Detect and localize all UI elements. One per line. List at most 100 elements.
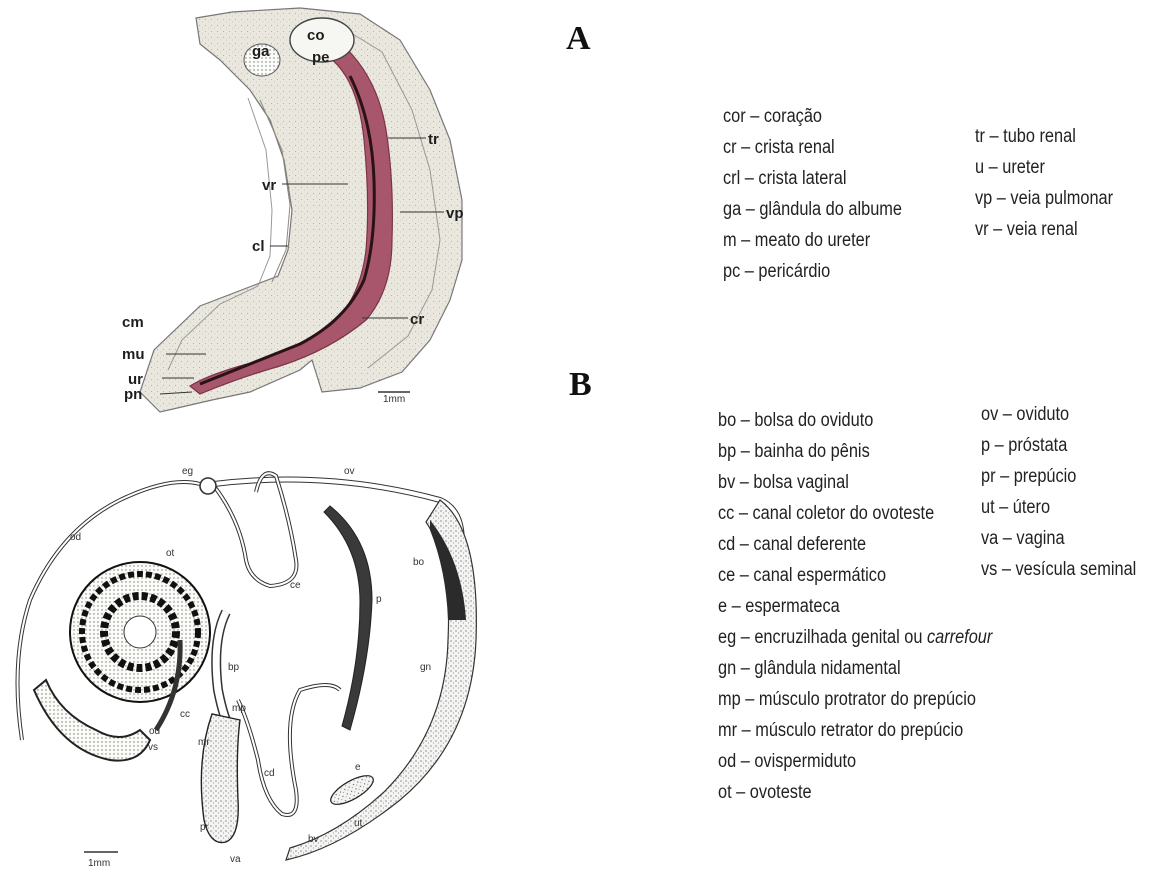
legend-separator: –: [984, 157, 1002, 178]
legend-abbr: ov: [981, 404, 998, 425]
legend-abbr: cor: [723, 106, 746, 127]
legend-entry: cd – canal deferente: [718, 529, 992, 560]
legend-term: espermateca: [745, 596, 839, 617]
label-ov: ov: [344, 466, 355, 477]
legend-separator: –: [998, 528, 1016, 549]
legend-entry: gn – glândula nidamental: [718, 653, 992, 684]
legend-abbr: ga: [723, 199, 741, 220]
legend-separator: –: [727, 596, 745, 617]
label-cd: cd: [264, 768, 275, 779]
label-mp: mp: [232, 703, 246, 714]
legend-abbr: bv: [718, 472, 735, 493]
legend-entry: eg – encruzilhada genital ou carrefour: [718, 622, 992, 653]
scale-b: 1mm: [88, 858, 110, 869]
legend-entry: p – próstata: [981, 430, 1136, 461]
label-vs: vs: [148, 742, 158, 753]
legend-a-left: cor – coraçãocr – crista renalcrl – cris…: [723, 101, 902, 287]
legend-separator: –: [746, 106, 764, 127]
label-bv: bv: [308, 834, 319, 845]
legend-abbr: pc: [723, 261, 740, 282]
legend-separator: –: [985, 126, 1003, 147]
legend-term-italic: carrefour: [927, 627, 992, 648]
label-bp: bp: [228, 662, 240, 673]
legend-separator: –: [735, 534, 753, 555]
legend-abbr: vr: [975, 219, 989, 240]
legend-term: útero: [1013, 497, 1050, 518]
legend-term: bolsa do oviduto: [754, 410, 873, 431]
legend-term: meato do ureter: [755, 230, 870, 251]
legend-abbr: cr: [723, 137, 737, 158]
legend-separator: –: [992, 188, 1010, 209]
legend-separator: –: [996, 466, 1014, 487]
legend-term: glândula nidamental: [754, 658, 900, 679]
legend-separator: –: [736, 441, 754, 462]
legend-term: prepúcio: [1014, 466, 1077, 487]
legend-abbr: ce: [718, 565, 735, 586]
legend-entry: mp – músculo protrator do prepúcio: [718, 684, 992, 715]
legend-separator: –: [734, 503, 752, 524]
label-cc: cc: [180, 709, 190, 720]
legend-abbr: ot: [718, 782, 732, 803]
legend-term: tubo renal: [1003, 126, 1076, 147]
legend-entry: ut – útero: [981, 492, 1136, 523]
legend-separator: –: [990, 435, 1008, 456]
legend-entry: bv – bolsa vaginal: [718, 467, 992, 498]
legend-term: bolsa vaginal: [753, 472, 848, 493]
legend-abbr: e: [718, 596, 727, 617]
legend-separator: –: [737, 230, 755, 251]
label-ot: ot: [166, 548, 175, 559]
legend-entry: vr – veia renal: [975, 214, 1113, 245]
legend-entry: cr – crista renal: [723, 132, 902, 163]
legend-abbr: p: [981, 435, 990, 456]
legend-entry: bp – bainha do pênis: [718, 436, 992, 467]
legend-entry: e – espermateca: [718, 591, 992, 622]
legend-separator: –: [989, 219, 1007, 240]
legend-entry: cc – canal coletor do ovoteste: [718, 498, 992, 529]
label-gn: gn: [420, 662, 431, 673]
legend-term: canal deferente: [753, 534, 866, 555]
legend-separator: –: [997, 559, 1015, 580]
legend-abbr: bo: [718, 410, 736, 431]
legend-abbr: cc: [718, 503, 734, 524]
label-bo: bo: [413, 557, 425, 568]
legend-separator: –: [736, 658, 754, 679]
legend-separator: –: [735, 565, 753, 586]
label-mr: mr: [198, 737, 210, 748]
legend-separator: –: [741, 199, 759, 220]
label-va: va: [230, 854, 241, 865]
label-od-2: od: [149, 726, 160, 737]
legend-separator: –: [736, 410, 754, 431]
legend-separator: –: [735, 472, 753, 493]
legend-separator: –: [995, 497, 1013, 518]
legend-term: canal espermático: [753, 565, 886, 586]
label-p: p: [376, 594, 382, 605]
legend-abbr: crl: [723, 168, 740, 189]
legend-separator: –: [998, 404, 1016, 425]
legend-abbr: eg: [718, 627, 736, 648]
legend-term: bainha do pênis: [754, 441, 869, 462]
legend-abbr: od: [718, 751, 736, 772]
label-e: e: [355, 762, 361, 773]
legend-entry: ga – glândula do albume: [723, 194, 902, 225]
legend-separator: –: [737, 137, 755, 158]
legend-entry: pr – prepúcio: [981, 461, 1136, 492]
legend-term: músculo retrator do prepúcio: [755, 720, 963, 741]
legend-abbr: mr: [718, 720, 737, 741]
legend-separator: –: [740, 168, 758, 189]
legend-term: oviduto: [1016, 404, 1069, 425]
legend-entry: vp – veia pulmonar: [975, 183, 1113, 214]
label-pr: pr: [200, 822, 210, 833]
legend-entry: mr – músculo retrator do prepúcio: [718, 715, 992, 746]
legend-term: crista renal: [755, 137, 835, 158]
legend-abbr: vs: [981, 559, 997, 580]
legend-term: canal coletor do ovoteste: [753, 503, 935, 524]
legend-abbr: va: [981, 528, 998, 549]
legend-entry: ov – oviduto: [981, 399, 1136, 430]
legend-abbr: mp: [718, 689, 741, 710]
label-ce: ce: [290, 580, 301, 591]
legend-b-left: bo – bolsa do oviduto bp – bainha do pêni…: [718, 405, 992, 808]
label-ut: ut: [354, 818, 363, 829]
legend-term: encruzilhada genital ou: [754, 627, 927, 648]
